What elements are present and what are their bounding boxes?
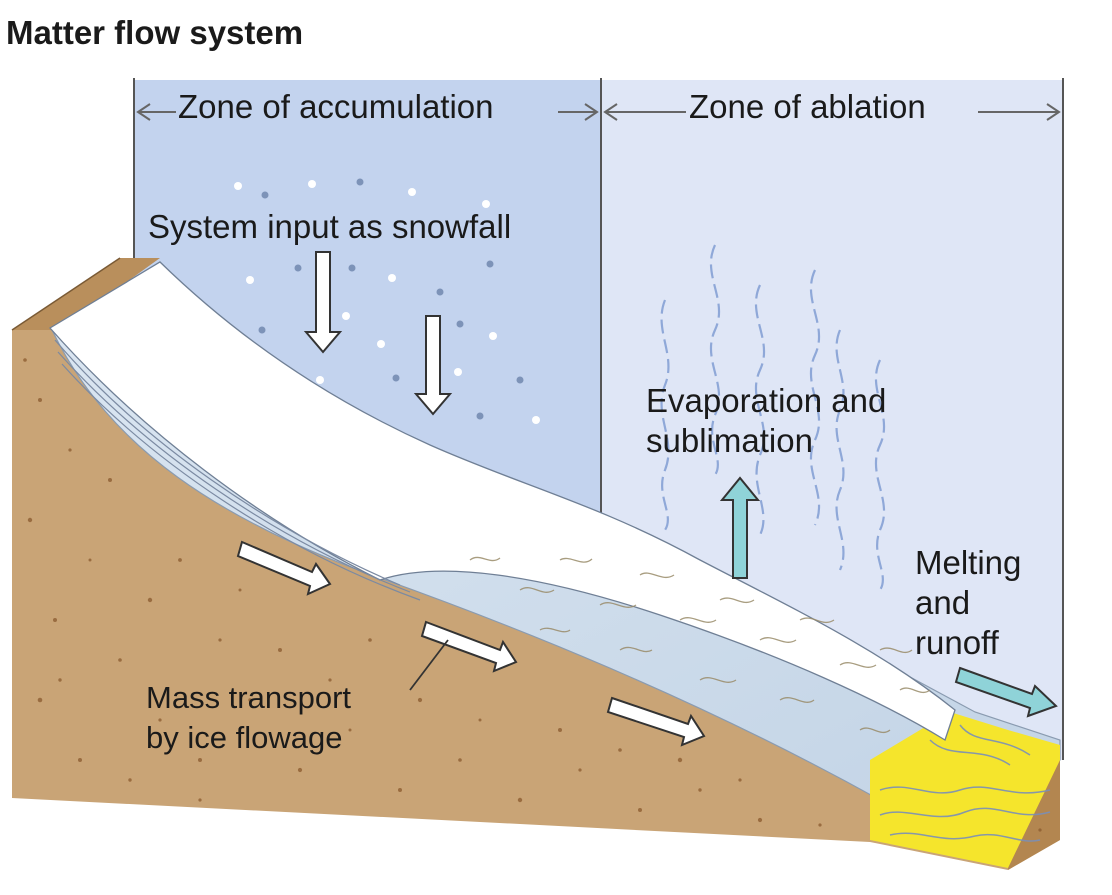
evaporation-label-line1: Evaporation and — [646, 382, 887, 419]
snowfall-arrow-2 — [413, 315, 453, 416]
zone-accumulation-label: Zone of accumulation — [178, 88, 494, 125]
evaporation-arrow — [719, 476, 761, 579]
ice-flow-arrow-2 — [420, 620, 518, 673]
mass-transport-leader — [409, 639, 449, 691]
ice-flow-arrow-3 — [606, 696, 706, 747]
ice-flow-arrows — [236, 540, 706, 747]
mass-transport-label-line2: by ice flowage — [146, 720, 343, 755]
melting-label-line2: and — [915, 584, 971, 621]
diagram-title: Matter flow system — [6, 14, 304, 51]
zone-ablation-label: Zone of ablation — [689, 88, 926, 125]
evaporation-label-line2: sublimation — [646, 422, 813, 459]
meltwater-area — [870, 712, 1060, 868]
accumulation-span-arrow — [136, 103, 599, 121]
snowfall-input-arrows — [303, 251, 453, 416]
snow-layer-lines — [54, 339, 421, 601]
ice-flow-arrow-1 — [236, 540, 332, 596]
snowfall-arrow-1 — [303, 251, 343, 354]
snowfall-label: System input as snowfall — [148, 208, 512, 245]
meltwater-channels — [879, 724, 1051, 842]
vapor-lines — [660, 244, 886, 591]
runoff-arrow — [954, 666, 1058, 718]
snowpack — [48, 261, 956, 741]
mass-transport-label-line1: Mass transport — [146, 680, 352, 715]
melting-label-line1: Melting — [915, 544, 1022, 581]
ablation-span-arrow — [603, 103, 1061, 121]
melting-label-line3: runoff — [915, 624, 999, 661]
crevasse-lines — [469, 556, 931, 734]
